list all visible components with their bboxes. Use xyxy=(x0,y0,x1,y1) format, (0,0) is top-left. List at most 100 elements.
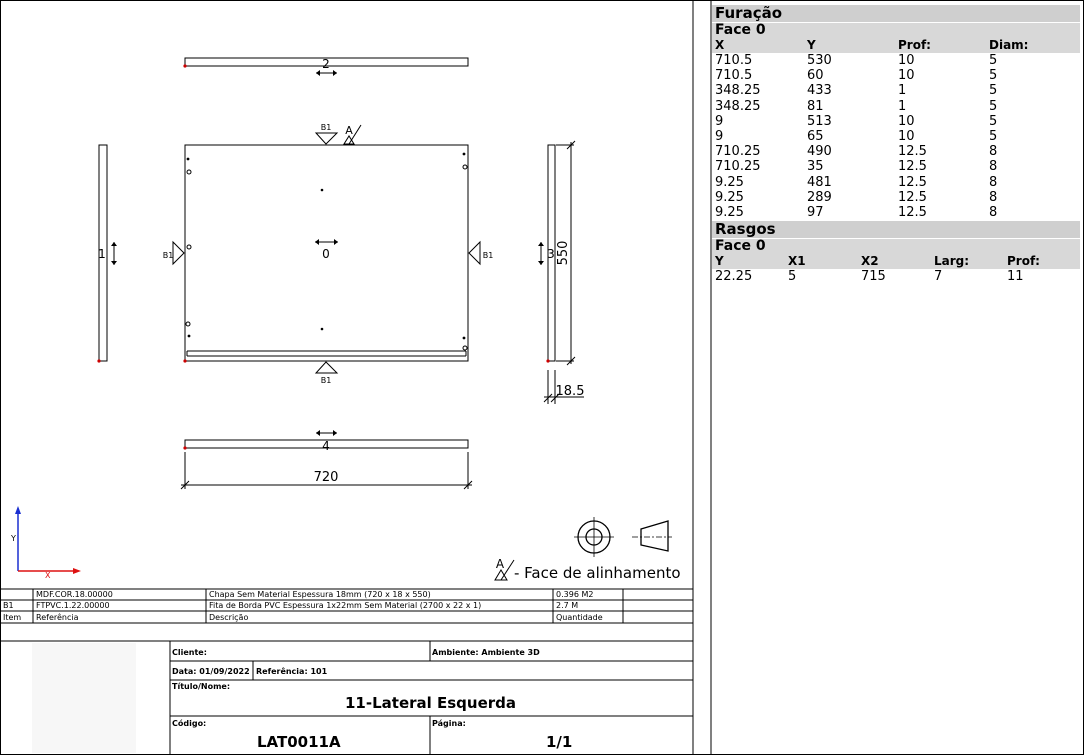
codigo-label: Código: xyxy=(172,719,207,728)
furacao-cell: 10 xyxy=(898,113,915,129)
furacao-cell: 348.25 xyxy=(715,83,761,99)
material-ref-2: FTPVC.1.22.00000 xyxy=(36,601,110,610)
ambiente-label: Ambiente: Ambiente 3D xyxy=(432,648,540,657)
furacao-row: 9 513 10 5 xyxy=(712,114,1080,129)
furacao-cell: 8 xyxy=(989,174,998,190)
pagina-label: Página: xyxy=(432,719,466,728)
furacao-cell: 9 xyxy=(715,129,724,144)
furacao-cell: 5 xyxy=(989,83,998,99)
furacao-cell: 8 xyxy=(989,189,998,205)
furacao-cell: 12.5 xyxy=(898,159,927,175)
dimension-height: 550 xyxy=(556,241,571,266)
edge-band-right: B1 xyxy=(483,251,494,260)
furacao-cell: 1 xyxy=(898,98,907,114)
furacao-cell: 12.5 xyxy=(898,144,927,160)
rasgos-title: Rasgos xyxy=(712,221,1080,238)
titulo-label: Título/Nome: xyxy=(172,682,231,691)
rasgos-cell: 715 xyxy=(861,269,886,284)
furacao-cell: 710.25 xyxy=(715,159,761,175)
rasgos-header: Y X1 X2 Larg: Prof: xyxy=(712,254,1080,269)
furacao-cell: 10 xyxy=(898,53,915,68)
furacao-title: Furação xyxy=(712,5,1080,22)
left-edge-view: 1 xyxy=(97,144,117,363)
material-header-qty: Quantidade xyxy=(556,613,603,622)
rasgos-header-prof: Prof: xyxy=(1007,254,1040,268)
alignment-legend: A - Face de alinhamento xyxy=(494,557,681,582)
material-header-item: Item xyxy=(3,613,22,622)
furacao-cell: 8 xyxy=(989,159,998,175)
alignment-marker-top: A xyxy=(345,124,353,137)
furacao-cell: 9.25 xyxy=(715,189,744,205)
bottom-edge-view: 4 720 xyxy=(180,430,473,490)
furacao-cell: 710.5 xyxy=(715,68,753,84)
edge-band-top: B1 xyxy=(321,123,332,132)
furacao-cell: 60 xyxy=(807,68,824,84)
furacao-face: Face 0 xyxy=(712,23,1080,38)
furacao-cell: 513 xyxy=(807,113,832,129)
part-label-center: 0 xyxy=(322,247,330,261)
rasgos-header-x1: X1 xyxy=(788,254,806,268)
furacao-header-y: Y xyxy=(807,38,816,52)
right-edge-view: 3 550 18.5 xyxy=(538,140,585,404)
projection-symbol xyxy=(574,517,672,557)
data-label: Data: 01/09/2022 xyxy=(172,667,250,676)
material-qty-2: 2.7 M xyxy=(556,601,579,610)
furacao-cell: 5 xyxy=(989,68,998,84)
furacao-cell: 5 xyxy=(989,129,998,144)
dimension-thickness: 18.5 xyxy=(556,384,585,399)
alignment-legend-text: - Face de alinhamento xyxy=(514,564,681,582)
furacao-header-diam: Diam: xyxy=(989,38,1029,52)
furacao-cell: 433 xyxy=(807,83,832,99)
axis-x-label: X xyxy=(45,571,51,580)
rasgos-cell: 11 xyxy=(1007,269,1024,284)
axis-y-label: Y xyxy=(10,534,16,543)
furacao-cell: 9.25 xyxy=(715,205,744,220)
furacao-cell: 35 xyxy=(807,159,824,175)
titulo-value: 11-Lateral Esquerda xyxy=(345,694,517,712)
furacao-header-prof: Prof: xyxy=(898,38,931,52)
codigo-value: LAT0011A xyxy=(257,733,341,751)
top-edge-view: 2 xyxy=(183,57,469,76)
furacao-cell: 65 xyxy=(807,129,824,144)
furacao-cell: 530 xyxy=(807,53,832,68)
rasgos-cell: 5 xyxy=(788,269,797,284)
title-block-grid xyxy=(0,640,693,755)
main-panel: 0 B1 B1 B1 B1 A xyxy=(163,123,494,385)
furacao-header-x: X xyxy=(715,38,725,52)
cliente-label: Cliente: xyxy=(172,648,207,657)
ambiente-value: Ambiente 3D xyxy=(481,648,540,657)
furacao-header: X Y Prof: Diam: xyxy=(712,38,1080,53)
data-value: 01/09/2022 xyxy=(199,667,250,676)
furacao-cell: 5 xyxy=(989,113,998,129)
material-desc-1: Chapa Sem Material Espessura 18mm (720 x… xyxy=(209,590,431,599)
rasgos-header-y: Y xyxy=(715,254,724,268)
furacao-cell: 12.5 xyxy=(898,174,927,190)
material-ref-1: MDF.COR.18.00000 xyxy=(36,590,113,599)
part-label-left: 1 xyxy=(98,247,106,261)
pagina-value: 1/1 xyxy=(546,733,573,751)
furacao-cell: 9 xyxy=(715,113,724,129)
alignment-legend-marker: A xyxy=(496,557,505,571)
rasgos-cell: 22.25 xyxy=(715,269,753,284)
edge-band-bottom: B1 xyxy=(321,376,332,385)
furacao-cell: 97 xyxy=(807,205,824,220)
material-item-2: B1 xyxy=(3,601,14,610)
material-qty-1: 0.396 M2 xyxy=(556,590,594,599)
part-label-top: 2 xyxy=(322,57,330,71)
referencia-label: Referência: 101 xyxy=(256,667,328,676)
edge-band-left: B1 xyxy=(163,251,174,260)
furacao-cell: 490 xyxy=(807,144,832,160)
furacao-cell: 710.25 xyxy=(715,144,761,160)
rasgos-header-larg: Larg: xyxy=(934,254,970,268)
material-header-desc: Descrição xyxy=(209,613,249,622)
furacao-cell: 12.5 xyxy=(898,189,927,205)
furacao-cell: 1 xyxy=(898,83,907,99)
rasgos-header-x2: X2 xyxy=(861,254,879,268)
